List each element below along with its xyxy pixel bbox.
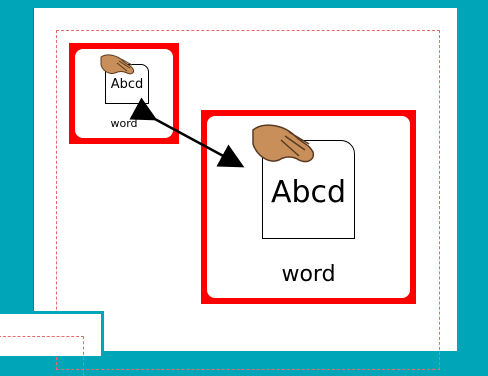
large-symbol-card[interactable]: Abcd word — [201, 110, 416, 304]
hand-holding-document-icon — [100, 54, 134, 75]
small-card-face: Abcd word — [75, 49, 173, 138]
small-card-caption: word — [110, 117, 138, 130]
small-doc-text: Abcd — [110, 77, 144, 92]
large-card-caption: word — [281, 262, 336, 287]
top-border — [0, 0, 488, 8]
large-doc-text: Abcd — [270, 175, 347, 210]
overlapping-window[interactable] — [0, 311, 104, 376]
large-card-face: Abcd word — [207, 116, 410, 298]
small-symbol-card[interactable]: Abcd word — [69, 43, 179, 144]
right-border — [457, 8, 488, 351]
overlay-margin-guide — [0, 336, 84, 376]
hand-holding-document-icon — [252, 124, 315, 163]
